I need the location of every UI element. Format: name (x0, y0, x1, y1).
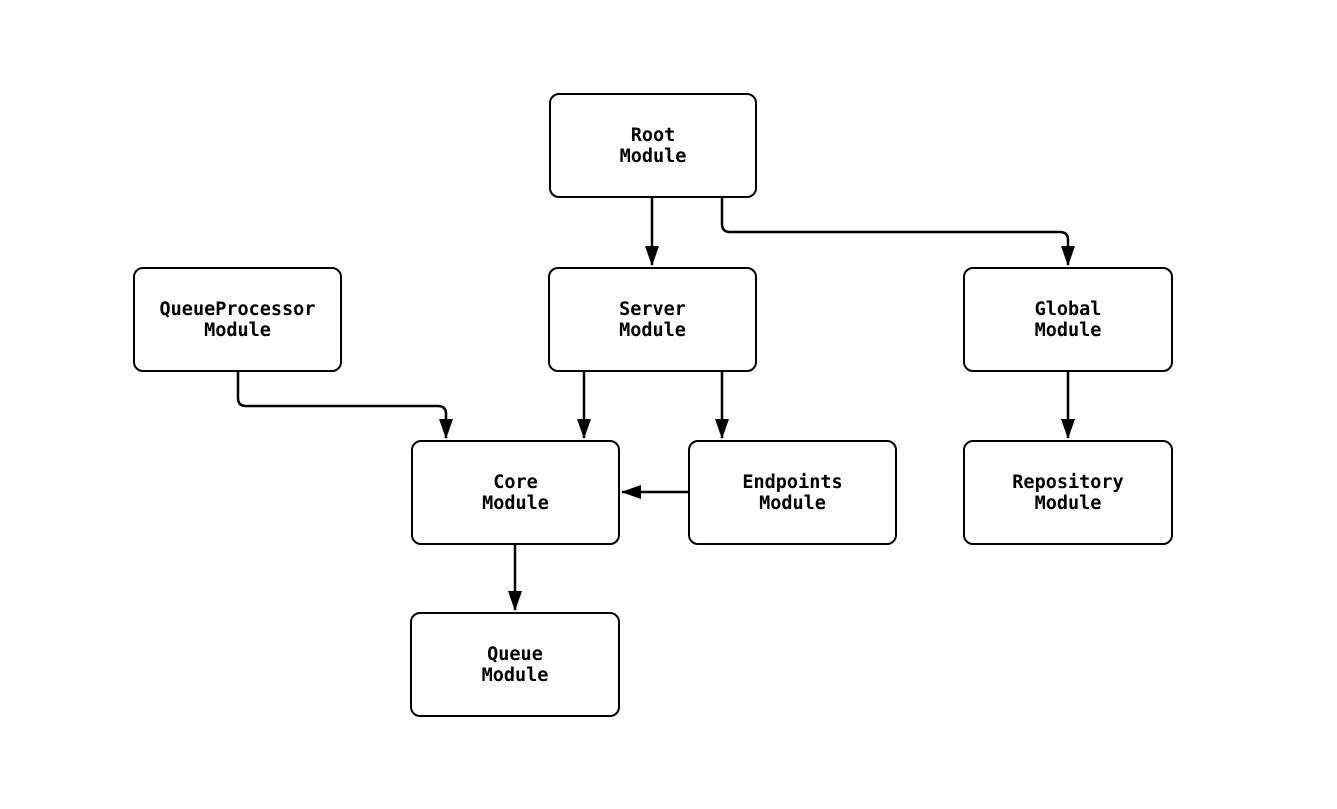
node-label: Module (1034, 492, 1102, 514)
node-label: Endpoints (742, 471, 843, 493)
node-label: Module (481, 664, 549, 686)
node-label: Module (1034, 319, 1102, 341)
edge-root-to-global (720, 198, 1075, 266)
node-label: Global (1034, 298, 1102, 320)
node-label: Queue (487, 643, 543, 665)
node-label: Core (493, 471, 538, 493)
edge-group (236, 198, 1075, 611)
node-label: Module (619, 319, 686, 341)
node-label: Module (482, 492, 549, 514)
node-label: Module (204, 319, 271, 341)
node-label: Module (619, 145, 687, 167)
node-label: Root (630, 124, 676, 146)
edge-queueprocessor-to-core (236, 372, 453, 439)
node-label: Repository (1012, 471, 1124, 493)
node-label: Server (619, 298, 686, 320)
node-label: Module (759, 492, 826, 514)
node-label: QueueProcessor (159, 298, 316, 320)
